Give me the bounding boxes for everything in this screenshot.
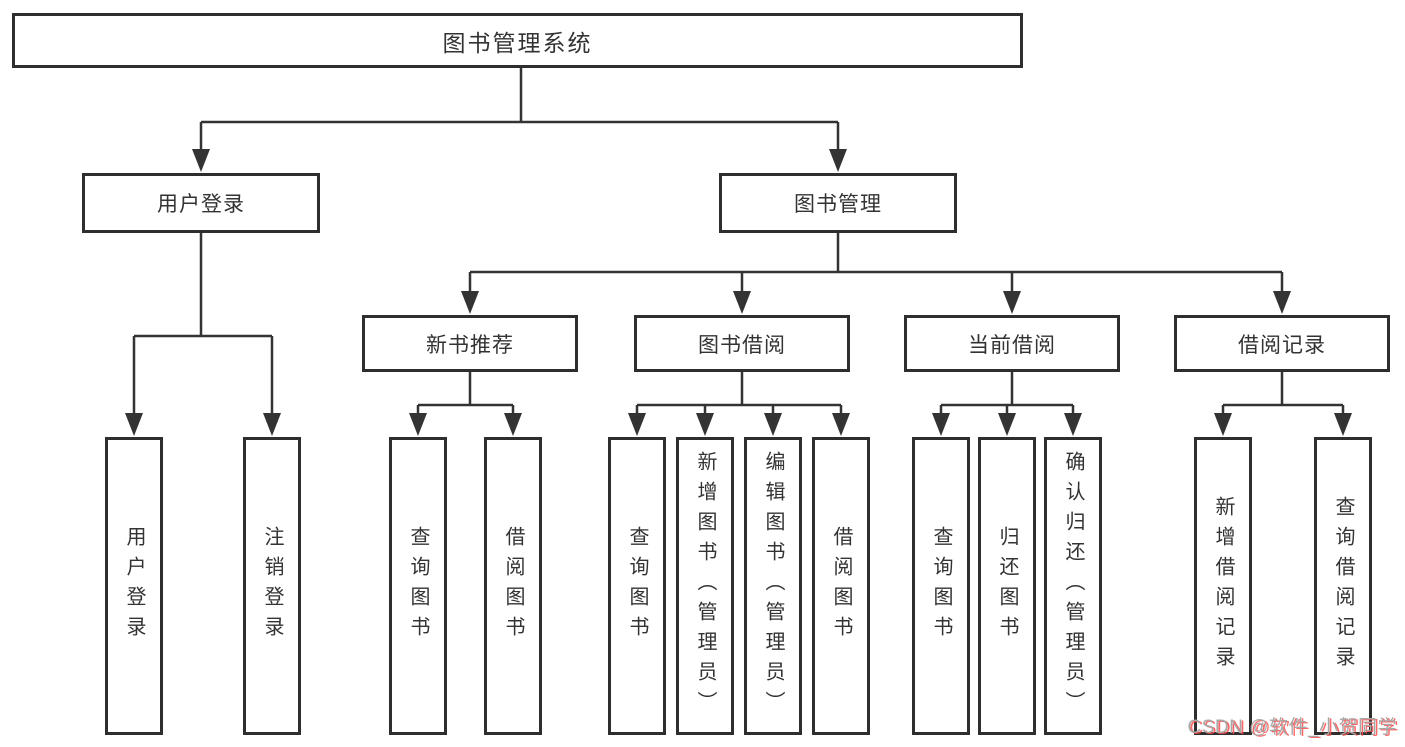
leaf-query-books-current: 查询图书 bbox=[912, 437, 970, 735]
leaf-query-books-newbook-label: 查询图书 bbox=[407, 526, 429, 646]
node-current-borrowing: 当前借阅 bbox=[904, 315, 1120, 372]
leaf-user-login: 用户登录 bbox=[105, 437, 163, 735]
leaf-add-books-admin: 新增图书（管理员） bbox=[676, 437, 734, 735]
leaf-query-books-borrow-label: 查询图书 bbox=[626, 526, 648, 646]
csdn-watermark: CSDN @软件_小贺同学 bbox=[1187, 717, 1397, 738]
leaf-return-books-label: 归还图书 bbox=[996, 526, 1018, 646]
leaf-borrow-books-newbook: 借阅图书 bbox=[484, 437, 542, 735]
node-borrowing-records: 借阅记录 bbox=[1174, 315, 1390, 372]
node-book-management: 图书管理 bbox=[719, 173, 957, 233]
leaf-add-borrow-record-label: 新增借阅记录 bbox=[1212, 496, 1234, 676]
leaf-query-borrow-record-label: 查询借阅记录 bbox=[1332, 496, 1354, 676]
leaf-query-books-borrow: 查询图书 bbox=[608, 437, 666, 735]
leaf-logout-label: 注销登录 bbox=[261, 526, 283, 646]
leaf-edit-books-admin-label: 编辑图书（管理员） bbox=[762, 451, 784, 721]
leaf-query-books-current-label: 查询图书 bbox=[930, 526, 952, 646]
node-book-borrowing: 图书借阅 bbox=[634, 315, 850, 372]
leaf-borrow-books-newbook-label: 借阅图书 bbox=[502, 526, 524, 646]
leaf-borrow-books-label: 借阅图书 bbox=[830, 526, 852, 646]
leaf-edit-books-admin: 编辑图书（管理员） bbox=[744, 437, 802, 735]
leaf-add-books-admin-label: 新增图书（管理员） bbox=[694, 451, 716, 721]
leaf-add-borrow-record: 新增借阅记录 bbox=[1194, 437, 1252, 735]
leaf-logout: 注销登录 bbox=[243, 437, 301, 735]
node-new-book-recommend: 新书推荐 bbox=[362, 315, 578, 372]
leaf-confirm-return-admin-label: 确认归还（管理员） bbox=[1062, 451, 1084, 721]
leaf-confirm-return-admin: 确认归还（管理员） bbox=[1044, 437, 1102, 735]
leaf-return-books: 归还图书 bbox=[978, 437, 1036, 735]
leaf-query-borrow-record: 查询借阅记录 bbox=[1314, 437, 1372, 735]
node-library-management-system: 图书管理系统 bbox=[12, 13, 1023, 68]
node-user-login: 用户登录 bbox=[82, 173, 320, 233]
leaf-borrow-books: 借阅图书 bbox=[812, 437, 870, 735]
leaf-user-login-label: 用户登录 bbox=[123, 526, 145, 646]
leaf-query-books-newbook: 查询图书 bbox=[389, 437, 447, 735]
